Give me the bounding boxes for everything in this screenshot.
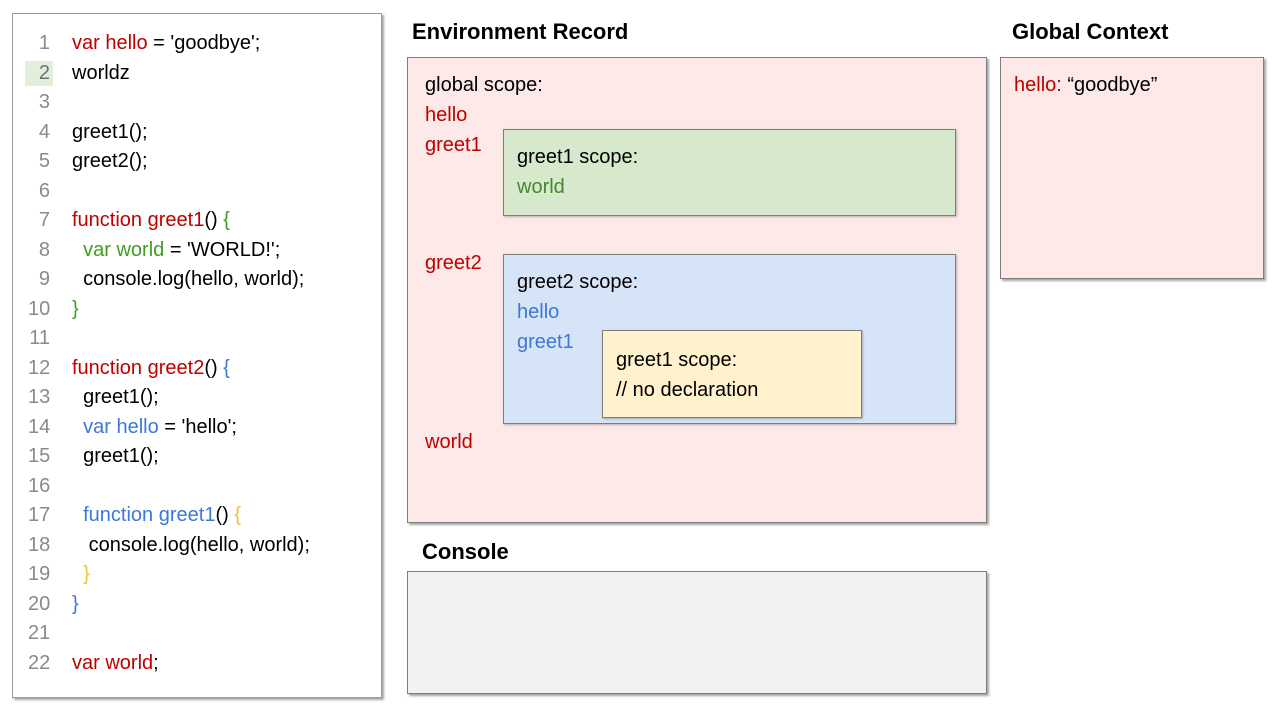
code-line: 14 var hello = 'hello'; xyxy=(25,413,381,443)
greet1-scope-label: greet1 scope: xyxy=(517,146,639,168)
line-number: 4 xyxy=(38,120,50,143)
line-number: 6 xyxy=(38,179,50,202)
code-line: 9 console.log(hello, world); xyxy=(25,265,381,295)
global-context-title: Global Context xyxy=(1012,19,1169,44)
code-text: console.log(hello, world); xyxy=(72,533,310,556)
code-line: 5 greet2(); xyxy=(25,147,381,177)
code-text: worldz xyxy=(72,61,130,84)
code-line: 2 worldz xyxy=(25,59,381,89)
code-text: var world; xyxy=(72,651,159,674)
global-scope-entry-greet1: greet1 xyxy=(425,134,482,156)
global-scope-label: global scope: xyxy=(425,74,543,96)
greet2-scope-label: greet2 scope: xyxy=(517,271,639,293)
code-line: 21 xyxy=(25,619,381,649)
line-number: 3 xyxy=(38,91,50,114)
global-context-entry: hello: “goodbye” xyxy=(1014,74,1157,97)
line-number: 14 xyxy=(28,415,51,438)
code-line: 18 console.log(hello, world); xyxy=(25,531,381,561)
global-scope-entry-world: world xyxy=(425,431,473,453)
code-text: var hello = 'hello'; xyxy=(83,415,237,438)
line-number: 9 xyxy=(38,268,50,291)
global-scope-entry-greet2: greet2 xyxy=(425,252,482,274)
line-number-highlighted: 2 xyxy=(25,60,53,86)
line-number: 22 xyxy=(28,651,51,674)
greet2-scope-entry-hello: hello xyxy=(517,301,560,323)
code-text: var hello = 'goodbye'; xyxy=(72,32,261,55)
nested-greet1-scope-label: greet1 scope: xyxy=(616,349,738,371)
code-text: console.log(hello, world); xyxy=(72,268,305,291)
code-line: 19 } xyxy=(25,560,381,590)
code-line: 12 function greet2() { xyxy=(25,354,381,384)
global-context-entry-name: hello: xyxy=(1014,74,1062,96)
code-line: 4 greet1(); xyxy=(25,118,381,148)
code-line: 20} xyxy=(25,590,381,620)
code-line: 6 xyxy=(25,177,381,207)
line-number: 18 xyxy=(28,533,51,556)
code-line: 15 greet1(); xyxy=(25,442,381,472)
line-number: 11 xyxy=(29,327,50,350)
code-line: 17 function greet1() { xyxy=(25,501,381,531)
line-number: 13 xyxy=(28,386,51,409)
greet2-scope-entry-greet1: greet1 xyxy=(517,331,574,353)
code-line: 13 greet1(); xyxy=(25,383,381,413)
code-text: greet2(); xyxy=(72,150,148,173)
code-text: greet1(); xyxy=(72,445,159,468)
line-number: 7 xyxy=(38,209,50,232)
nested-greet1-scope-box: greet1 scope: // no declaration xyxy=(602,330,862,418)
code-editor-panel: 1 var hello = 'goodbye'; 2 worldz 3 4 greet1()… xyxy=(12,13,382,698)
code-text: greet1(); xyxy=(72,120,148,143)
line-number: 10 xyxy=(28,297,51,320)
greet1-scope-box: greet1 scope: world xyxy=(503,129,956,216)
console-output-box xyxy=(407,571,987,694)
global-context-entry-value: “goodbye” xyxy=(1067,74,1158,96)
line-number: 21 xyxy=(28,622,51,645)
code-text: function greet1() { xyxy=(72,209,230,232)
line-number: 1 xyxy=(38,32,50,55)
line-number: 12 xyxy=(28,356,51,379)
code-text: function greet2() { xyxy=(72,356,230,379)
code-line: 16 xyxy=(25,472,381,502)
greet2-scope-box: greet2 scope: hello greet1 greet1 scope:… xyxy=(503,254,956,424)
line-number: 20 xyxy=(28,592,51,615)
code-line: 1 var hello = 'goodbye'; xyxy=(25,29,381,59)
code-line: 7 function greet1() { xyxy=(25,206,381,236)
line-number: 8 xyxy=(38,238,50,261)
line-number: 5 xyxy=(38,150,50,173)
code-text: } xyxy=(72,297,79,320)
code-text: var world = 'WORLD!'; xyxy=(83,238,281,261)
code-line: 22 var world; xyxy=(25,649,381,679)
code-text: greet1(); xyxy=(72,386,159,409)
console-title: Console xyxy=(422,539,509,564)
global-scope-box: global scope: hello greet1 greet2 world … xyxy=(407,57,987,523)
code-line: 8 var world = 'WORLD!'; xyxy=(25,236,381,266)
global-context-box: hello: “goodbye” xyxy=(1000,57,1264,279)
line-number: 15 xyxy=(28,445,51,468)
code-line: 10} xyxy=(25,295,381,325)
environment-record-title: Environment Record xyxy=(412,19,629,44)
greet1-scope-entry-world: world xyxy=(517,176,565,198)
nested-greet1-scope-comment: // no declaration xyxy=(616,379,759,401)
code-text: } xyxy=(83,563,90,586)
code-text: function greet1() { xyxy=(83,504,242,527)
code-text: } xyxy=(72,592,79,615)
line-number: 19 xyxy=(28,563,51,586)
code-line: 11 xyxy=(25,324,381,354)
line-number: 17 xyxy=(28,504,51,527)
line-number: 16 xyxy=(28,474,51,497)
code-lines: 1 var hello = 'goodbye'; 2 worldz 3 4 greet1()… xyxy=(13,14,381,678)
global-scope-entry-hello: hello xyxy=(425,104,468,126)
code-line: 3 xyxy=(25,88,381,118)
